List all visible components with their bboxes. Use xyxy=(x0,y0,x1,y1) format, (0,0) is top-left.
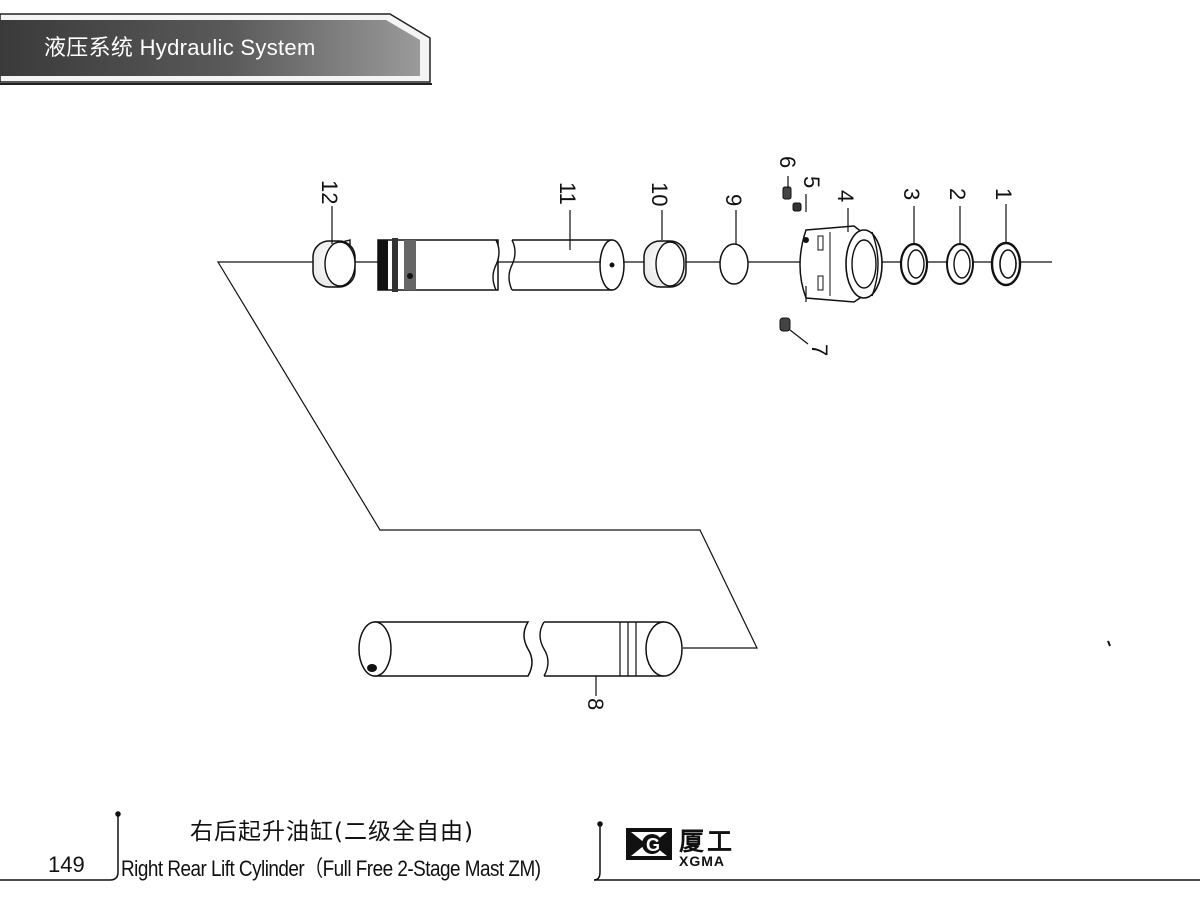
callout-4: 4 xyxy=(833,190,858,202)
part-2-seal-ring xyxy=(946,243,974,285)
section-title: 液压系统 Hydraulic System xyxy=(44,35,316,60)
callout-9: 9 xyxy=(721,194,746,206)
diagram-title-chinese: 右后起升油缸(二级全自由) xyxy=(190,819,474,845)
part-11-piston-rod xyxy=(377,238,625,292)
part-12-end-cap xyxy=(312,239,356,288)
brand-name-english: XGMA xyxy=(679,853,725,869)
callout-10: 10 xyxy=(647,182,672,206)
footer-rules xyxy=(0,811,1200,881)
part-10-piston xyxy=(643,240,687,288)
part-8-cylinder-barrel xyxy=(358,621,683,677)
page-number: 149 xyxy=(48,852,85,877)
diagram-title-english: Right Rear Lift Cylinder（Full Free 2-Sta… xyxy=(121,856,541,881)
leader-lines xyxy=(331,176,1007,696)
header-banner xyxy=(0,13,432,85)
stray-mark xyxy=(1107,640,1111,647)
assembly-connection-line xyxy=(216,261,758,649)
callout-5: 5 xyxy=(799,176,824,188)
part-5-washer xyxy=(792,202,802,212)
svg-text:G: G xyxy=(646,835,660,855)
brand-name-chinese: 厦工 xyxy=(679,827,736,856)
callout-8: 8 xyxy=(583,698,608,710)
callout-6: 6 xyxy=(775,156,800,168)
callout-3: 3 xyxy=(899,188,924,200)
part-6-screw xyxy=(782,186,792,200)
callout-12: 12 xyxy=(317,180,342,204)
xgma-logo-icon: G xyxy=(626,828,672,860)
part-9-disc xyxy=(719,243,749,285)
callout-7: 7 xyxy=(807,344,832,356)
callout-1: 1 xyxy=(991,188,1016,200)
part-3-seal-ring xyxy=(899,242,929,286)
part-7-screw xyxy=(779,317,791,332)
callout-2: 2 xyxy=(945,188,970,200)
callout-11: 11 xyxy=(555,182,580,205)
part-4-cylinder-head xyxy=(799,225,883,303)
part-1-dust-seal xyxy=(990,241,1022,287)
